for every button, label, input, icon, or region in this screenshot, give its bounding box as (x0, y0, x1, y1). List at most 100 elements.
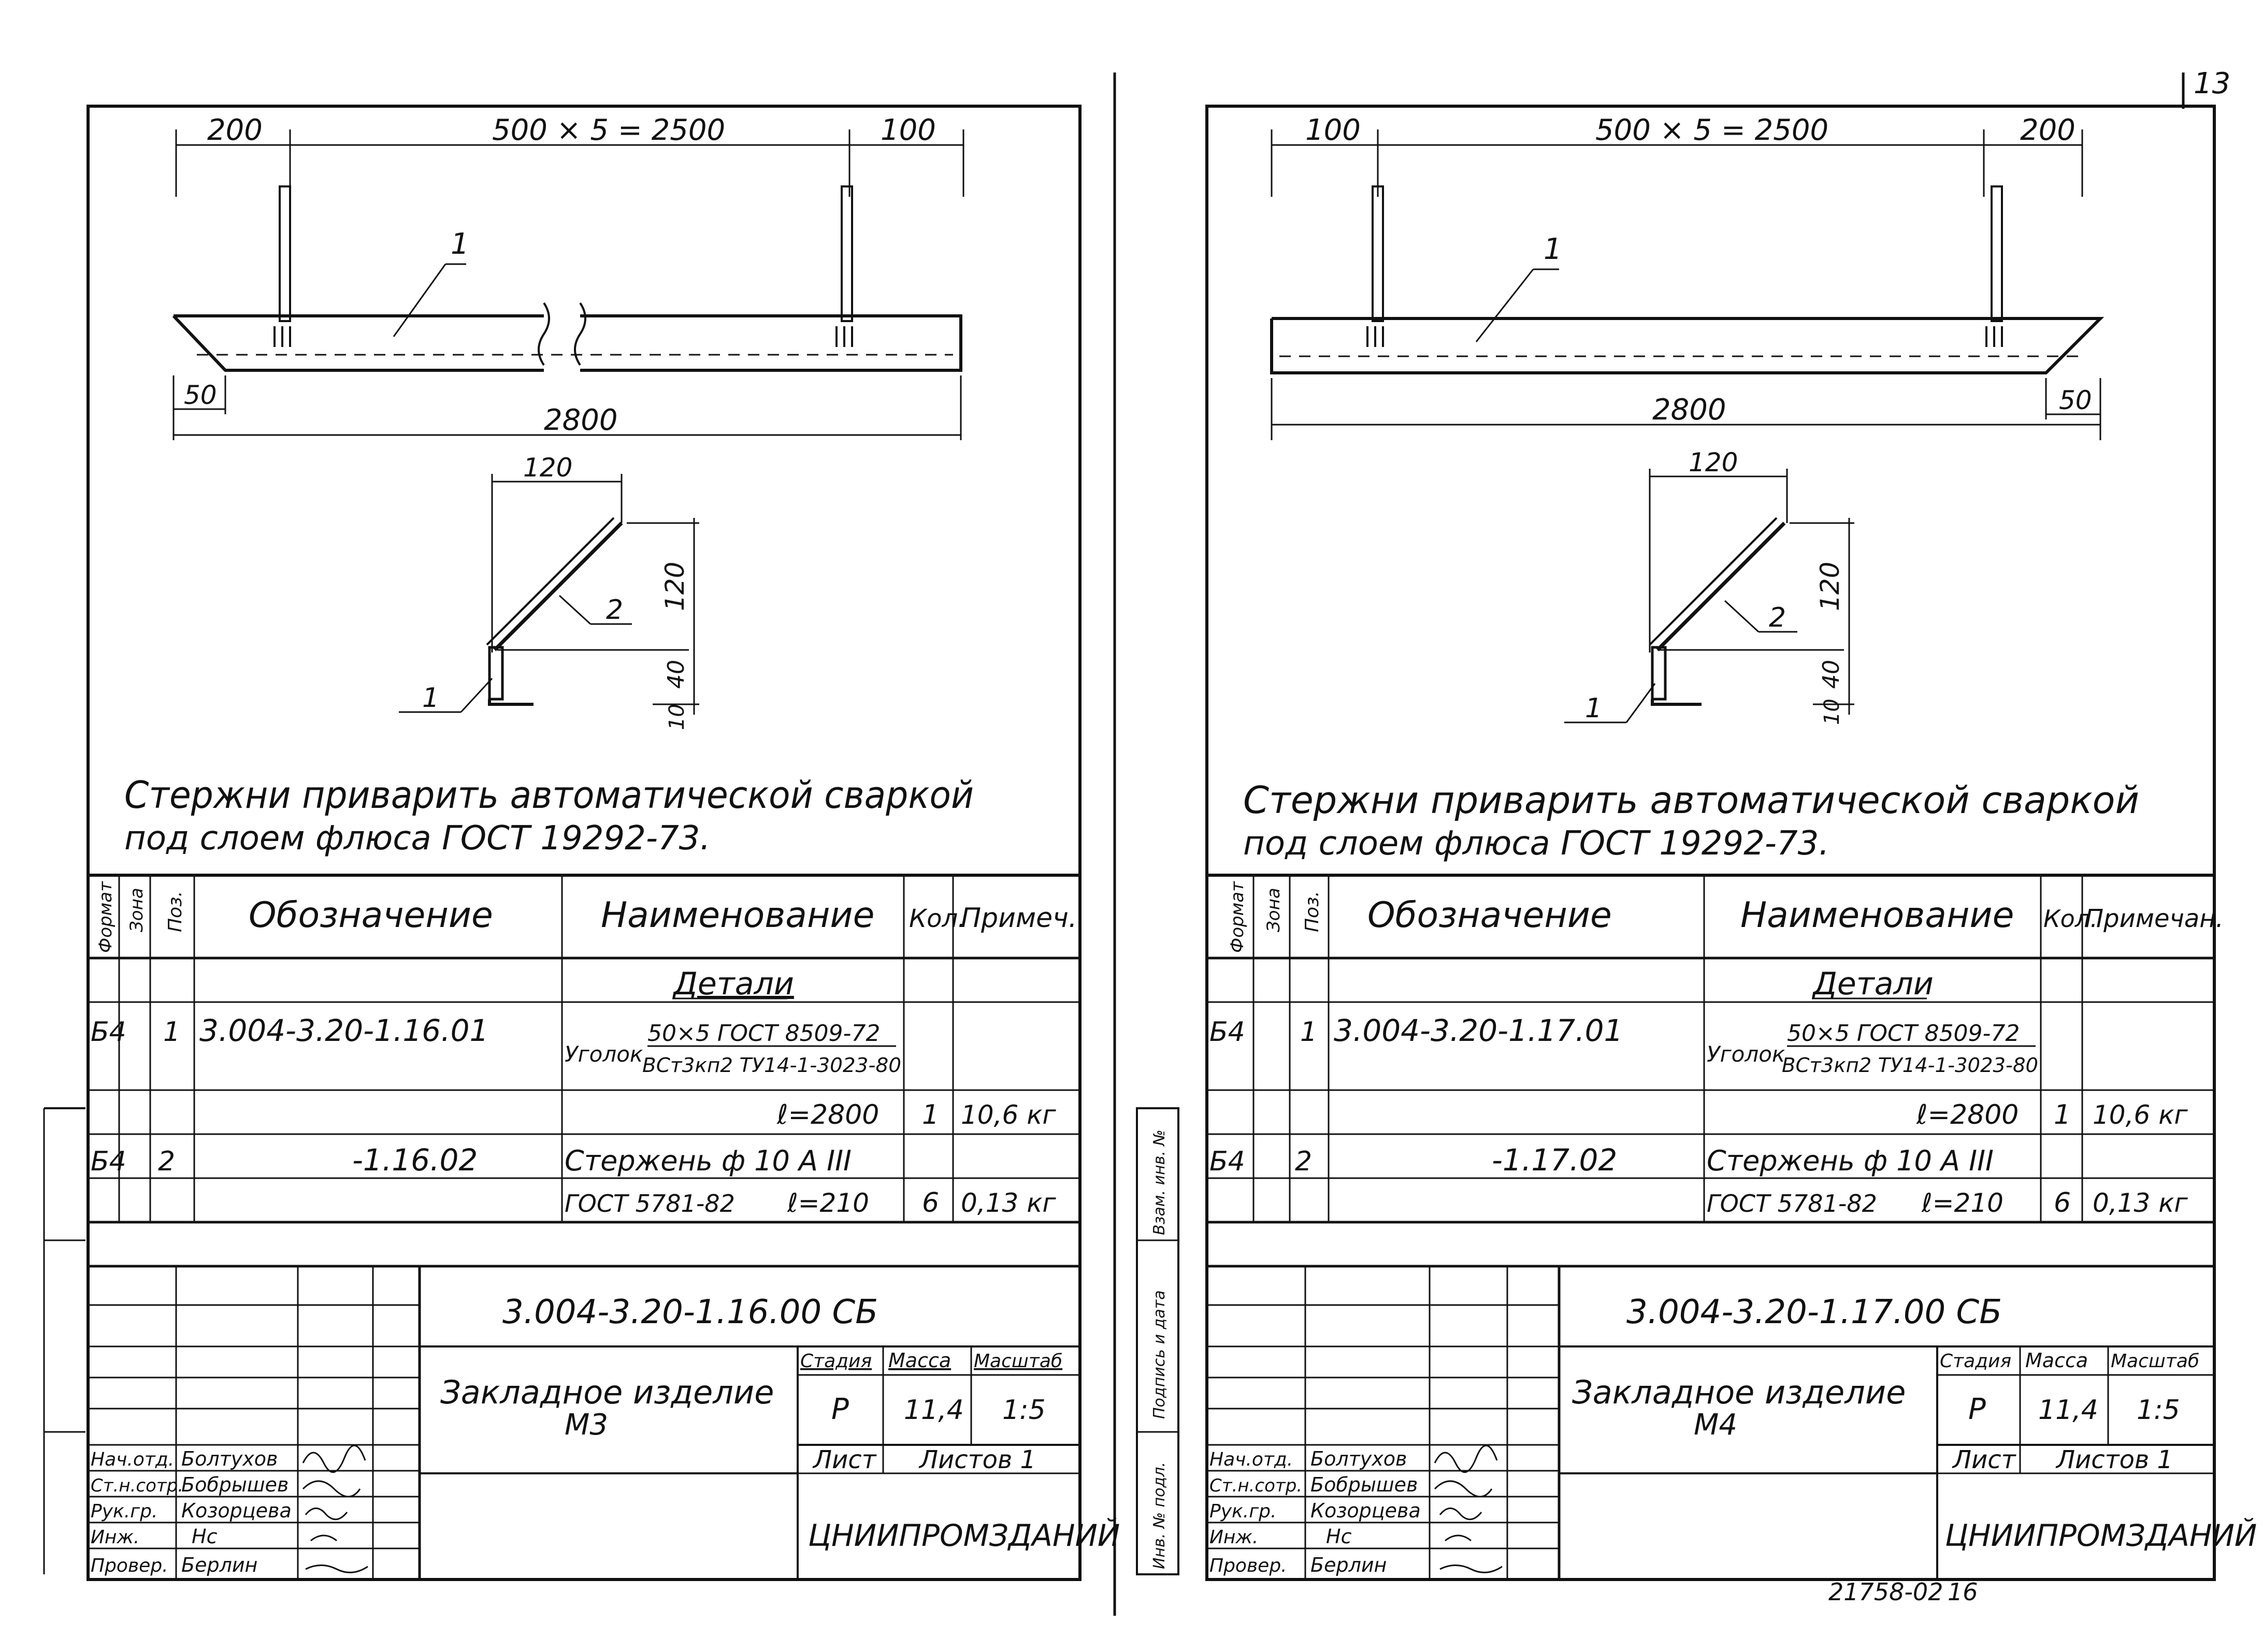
role-head: Нач.отд. (1209, 1449, 1293, 1470)
signer-3: Козорцева (181, 1499, 292, 1522)
note-line-1: Стержни приварить автоматической сваркой (124, 773, 974, 817)
row1-name-b: 50×5 ГОСТ 8509-72 (1787, 1020, 2020, 1047)
sheet-frame (87, 105, 1082, 1581)
row1-length: ℓ=2800 (776, 1099, 879, 1131)
role-checker: Провер. (91, 1555, 168, 1576)
row1-pos: 1 (1300, 1017, 1317, 1048)
signer-1: Болтухов (181, 1447, 278, 1470)
item-mark: М3 (565, 1408, 608, 1442)
role-senior: Ст.н.сотр. (1209, 1475, 1302, 1496)
rod-right (841, 185, 853, 322)
row2-name-a: Стержень ф 10 А III (1707, 1144, 1994, 1177)
bottom-code: 21758-02 (1828, 1578, 1943, 1606)
row1-name-c: ВСт3кп2 ТУ14-1-3023-80 (1782, 1054, 2038, 1077)
table-row: Б4 1 3.004-3.20-1.17.01 Уголок 50×5 ГОСТ… (1209, 1013, 2188, 1131)
row1-name-a: Уголок (1707, 1041, 1785, 1067)
stage-label: Стадия (1940, 1351, 2011, 1372)
org-name: ЦНИИПРОМЗДАНИЙ (1945, 1517, 2257, 1553)
item-mark: М4 (1694, 1408, 1737, 1442)
sheet-label: Лист (812, 1445, 877, 1474)
side-label-inv: Инв. № подл. (1150, 1462, 1169, 1569)
hdr-pos: Поз. (165, 891, 186, 932)
row1-mass: 10,6 кг (2093, 1100, 2188, 1130)
role-senior: Ст.н.сотр. (91, 1475, 183, 1496)
callout-plate: 1 (451, 227, 469, 261)
mass-value: 11,4 (904, 1395, 964, 1426)
row1-name-b: 50×5 ГОСТ 8509-72 (647, 1020, 880, 1047)
stage-value: Р (831, 1393, 849, 1426)
spec-table: Формат Зона Поз. Обозначение Наименовани… (88, 874, 1080, 1268)
dim-left: 200 (207, 113, 263, 147)
side-stamp: Инв. № подл. Подпись и дата Взам. инв. № (1136, 1107, 1179, 1575)
row1-designation: 3.004-3.20-1.16.01 (199, 1013, 488, 1048)
hdr-pos: Поз. (1302, 891, 1323, 932)
section-height: 120 (660, 562, 690, 611)
role-group: Рук.гр. (1209, 1501, 1276, 1522)
section-leg: 40 (663, 660, 689, 689)
signer-3: Козорцева (1310, 1499, 1421, 1522)
table-row: Б4 2 -1.16.02 Стержень ф 10 А III ГОСТ 5… (91, 1142, 1056, 1219)
row1-format: Б4 (91, 1017, 126, 1048)
signature-scribbles (1434, 1444, 1503, 1573)
row1-name-a: Уголок (565, 1041, 643, 1067)
title-block: 3.004-3.20-1.16.00 СБ Закладное изделие … (88, 1266, 1120, 1579)
signer-4: Нс (1326, 1525, 1352, 1548)
callout-angle: 1 (422, 683, 439, 714)
signer-2: Бобрышев (181, 1473, 289, 1496)
title-block: 3.004-3.20-1.17.00 СБ Закладное изделие … (1207, 1266, 2257, 1579)
hdr-note: Примеч. (961, 903, 1077, 934)
dim-bevel: 50 (184, 380, 217, 410)
hdr-name: Наименование (601, 895, 874, 936)
row2-name-a: Стержень ф 10 А III (565, 1144, 852, 1177)
dim-total: 2800 (1652, 393, 1726, 427)
row1-name-c: ВСт3кп2 ТУ14-1-3023-80 (642, 1054, 901, 1077)
sheet-m3: 200 500 × 5 = 2500 100 1 50 2800 (87, 105, 1120, 1581)
dim-mid: 500 × 5 = 2500 (1595, 113, 1828, 147)
scale-value: 1:5 (2137, 1395, 2180, 1426)
left-margin-marks (43, 1107, 85, 1574)
row2-pos: 2 (158, 1146, 175, 1177)
row2-format: Б4 (91, 1146, 126, 1177)
mass-value: 11,4 (2038, 1395, 2098, 1426)
section-width: 120 (523, 453, 572, 483)
row2-mass: 0,13 кг (961, 1188, 1056, 1218)
hdr-name: Наименование (1740, 895, 2014, 936)
signer-2: Бобрышев (1310, 1473, 1418, 1496)
signer-5: Берлин (181, 1554, 257, 1576)
hdr-zone: Зона (1263, 888, 1284, 932)
callout-angle: 1 (1585, 693, 1602, 724)
section-leg: 40 (1818, 660, 1844, 689)
note-line-2: под слоем флюса ГОСТ 19292-73. (124, 819, 711, 858)
callout-rod: 2 (606, 595, 623, 626)
table-row: Б4 1 3.004-3.20-1.16.01 Уголок 50×5 ГОСТ… (91, 1013, 1056, 1131)
row2-length: ℓ=210 (1921, 1188, 2003, 1218)
mass-label: Масса (888, 1349, 951, 1372)
hdr-format: Формат (95, 881, 116, 953)
sheets-count: Листов 1 (2055, 1445, 2173, 1474)
stage-label: Стадия (800, 1351, 872, 1372)
row2-pos: 2 (1295, 1146, 1312, 1177)
bottom-page: 16 (1948, 1578, 1978, 1606)
row2-qty: 6 (922, 1187, 939, 1219)
row1-qty: 1 (922, 1099, 939, 1131)
note-line-1: Стержни приварить автоматической сваркой (1243, 778, 2139, 822)
doc-code: 3.004-3.20-1.17.00 СБ (1626, 1293, 2002, 1331)
hdr-designation: Обозначение (249, 895, 493, 936)
hdr-zone: Зона (126, 888, 147, 932)
signature-scribbles (302, 1444, 368, 1573)
sheet-label: Лист (1952, 1445, 2017, 1474)
org-name: ЦНИИПРОМЗДАНИЙ (808, 1517, 1120, 1553)
sheets-count: Листов 1 (918, 1445, 1036, 1474)
row1-designation: 3.004-3.20-1.17.01 (1334, 1013, 1623, 1048)
role-group: Рук.гр. (91, 1501, 157, 1522)
row2-name-b: ГОСТ 5781-82 (1707, 1190, 1877, 1218)
row2-length: ℓ=210 (787, 1188, 869, 1218)
hdr-note: Примечан. (2085, 904, 2224, 933)
sheet-m4: 100 500 × 5 = 2500 200 1 50 2800 120 (1205, 105, 2257, 1581)
section-view: 120 120 40 10 2 1 (399, 453, 699, 730)
doc-code: 3.004-3.20-1.16.00 СБ (502, 1293, 878, 1331)
signer-4: Нс (192, 1525, 218, 1548)
section-thk: 10 (665, 704, 689, 730)
page-number: 13 (2194, 67, 2230, 100)
row2-name-b: ГОСТ 5781-82 (565, 1190, 735, 1218)
